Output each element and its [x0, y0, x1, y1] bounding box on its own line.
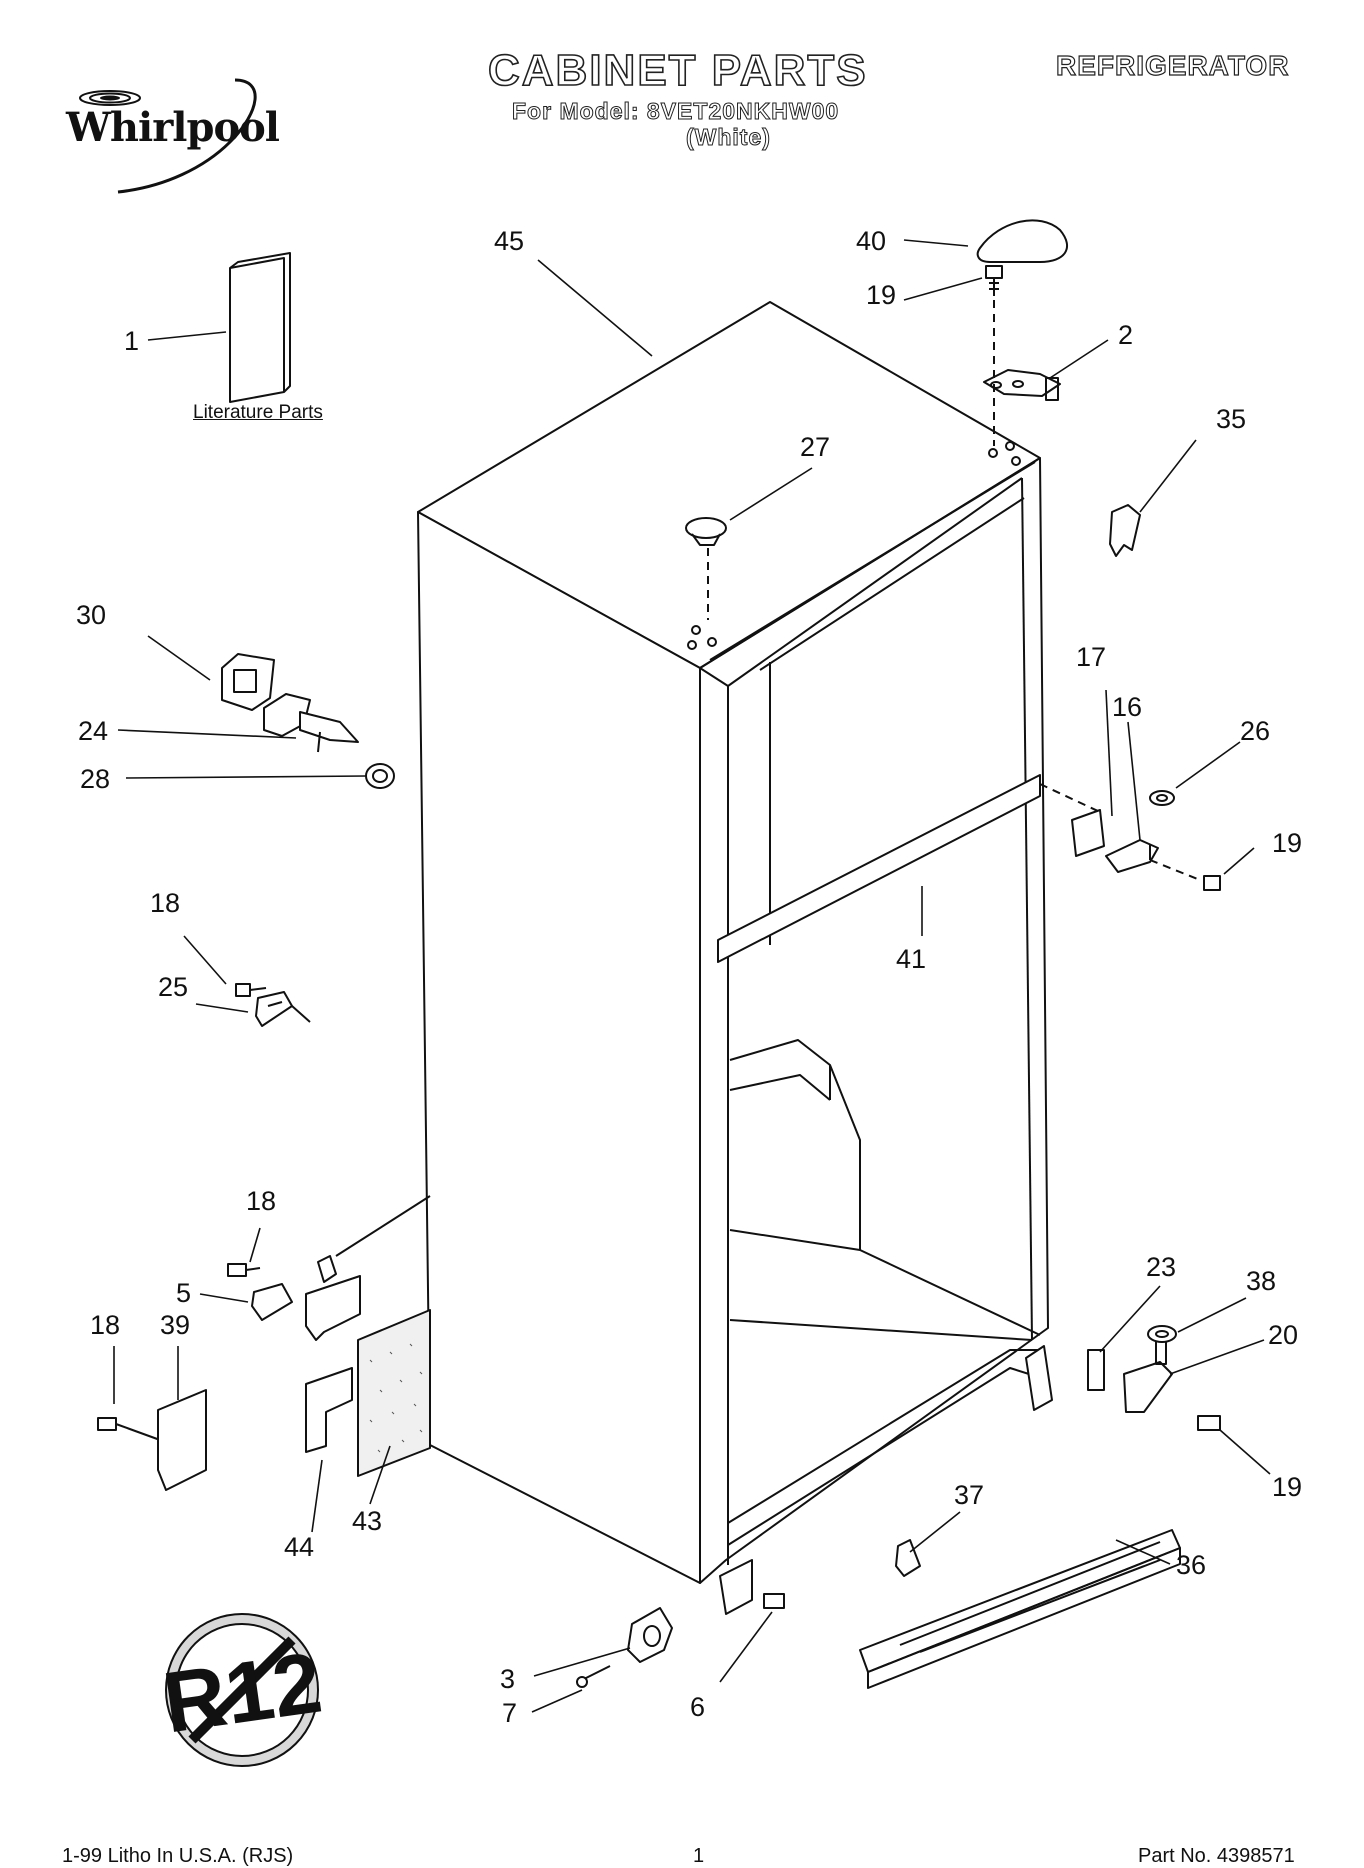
callout-36: 36	[1176, 1550, 1206, 1580]
callout-16: 16	[1112, 692, 1142, 722]
center-hinge-plate-icon	[1071, 809, 1105, 857]
footer-print-info: 1-99 Litho In U.S.A. (RJS)	[62, 1845, 294, 1867]
callout-43: 43	[352, 1506, 382, 1536]
insulation-pad-icon	[357, 1309, 431, 1477]
center-hinge-axis	[1039, 783, 1101, 813]
callout-19-b: 19	[1272, 828, 1302, 858]
page-title: CABINET PARTS	[487, 45, 868, 96]
center-hinge-icon	[1105, 839, 1159, 873]
access-cover-icon	[157, 1389, 207, 1491]
liner-interior	[727, 1039, 1049, 1546]
no-r12-badge	[165, 1613, 319, 1767]
leader-lines	[113, 239, 1271, 1713]
brand-logo-text: Whirlpool	[66, 104, 280, 151]
callout-39: 39	[160, 1310, 190, 1340]
center-divider	[717, 774, 1041, 963]
callout-18-c: 18	[90, 1310, 120, 1340]
bottom-hinge-screw-icon	[1197, 1415, 1221, 1431]
clamp-screw-icon	[235, 983, 267, 997]
callout-20: 20	[1268, 1320, 1298, 1350]
footer-part-number: Part No. 4398571	[1138, 1845, 1295, 1867]
cabinet-hinge-mount	[1025, 1345, 1053, 1411]
callout-6: 6	[690, 1692, 705, 1722]
callout-7: 7	[502, 1698, 517, 1728]
callout-19-c: 19	[1272, 1472, 1302, 1502]
bottom-spacer-icon	[1147, 1325, 1177, 1343]
hinge-cap-icon	[976, 219, 1069, 263]
callout-28: 28	[80, 764, 110, 794]
toe-grille-icon	[859, 1529, 1181, 1689]
callout-26: 26	[1240, 716, 1270, 746]
bottom-corner-bracket	[719, 1559, 753, 1615]
hinge-screw-top-icon	[985, 265, 1003, 296]
model-number: For Model: 8VET20NKHW00	[511, 98, 840, 125]
top-hinge-icon	[983, 369, 1061, 401]
callout-35: 35	[1216, 404, 1246, 434]
hinge-cover-icon	[1109, 504, 1141, 557]
footer-page-number: 1	[693, 1845, 705, 1867]
model-color: (White)	[686, 124, 771, 151]
clamp-wire	[291, 1005, 311, 1023]
cover-screw-icon	[97, 1417, 161, 1441]
callout-37: 37	[954, 1480, 984, 1510]
whirlpool-logo	[79, 78, 257, 194]
callout-18-b: 18	[246, 1186, 276, 1216]
bottom-hinge-icon	[1123, 1339, 1173, 1413]
roller-bracket-icon	[627, 1607, 673, 1663]
appliance-type: REFRIGERATOR	[1055, 49, 1290, 81]
clamp-icon	[255, 991, 293, 1027]
cabinet-outline	[417, 301, 1049, 1584]
leveling-screw-icon	[763, 1593, 785, 1609]
top-holes	[687, 441, 1021, 650]
roller-pin-icon	[576, 1665, 611, 1688]
grille-clip-icon	[895, 1539, 921, 1577]
bracket-icon	[305, 1195, 431, 1453]
callout-27: 27	[800, 432, 830, 462]
center-screw-axis	[1149, 859, 1201, 881]
callout-2: 2	[1118, 320, 1133, 350]
center-hinge-screw-icon	[1203, 875, 1221, 891]
bottom-hinge-shim-icon	[1087, 1349, 1105, 1391]
gasket-icon	[221, 653, 275, 711]
literature-booklet-icon	[229, 257, 285, 403]
callout-45: 45	[494, 226, 524, 256]
latch-icon	[263, 693, 359, 753]
callout-18-a: 18	[150, 888, 180, 918]
callout-40: 40	[856, 226, 886, 256]
callout-30: 30	[76, 600, 106, 630]
r12-badge-label: R12	[158, 1634, 328, 1751]
callout-23: 23	[1146, 1252, 1176, 1282]
literature-booklet-edge	[229, 252, 291, 393]
callout-5: 5	[176, 1278, 191, 1308]
callout-numbers: 1 2 3 5 6 7 16 17 18 18 18 19 19 19 20 2…	[76, 226, 1302, 1728]
callout-25: 25	[158, 972, 188, 1002]
callout-44: 44	[284, 1532, 314, 1562]
callout-38: 38	[1246, 1266, 1276, 1296]
insulation-texture	[369, 1343, 423, 1453]
spacer-icon	[1149, 790, 1175, 806]
literature-parts-label: Literature Parts	[193, 402, 323, 423]
callout-1: 1	[124, 326, 139, 356]
plug-button-icon	[685, 517, 727, 546]
cord-clamp-icon	[227, 1263, 293, 1321]
callout-41: 41	[896, 944, 926, 974]
washer-icon	[365, 763, 395, 789]
callout-24: 24	[78, 716, 108, 746]
callout-19-a: 19	[866, 280, 896, 310]
callout-3: 3	[500, 1664, 515, 1694]
callout-17: 17	[1076, 642, 1106, 672]
